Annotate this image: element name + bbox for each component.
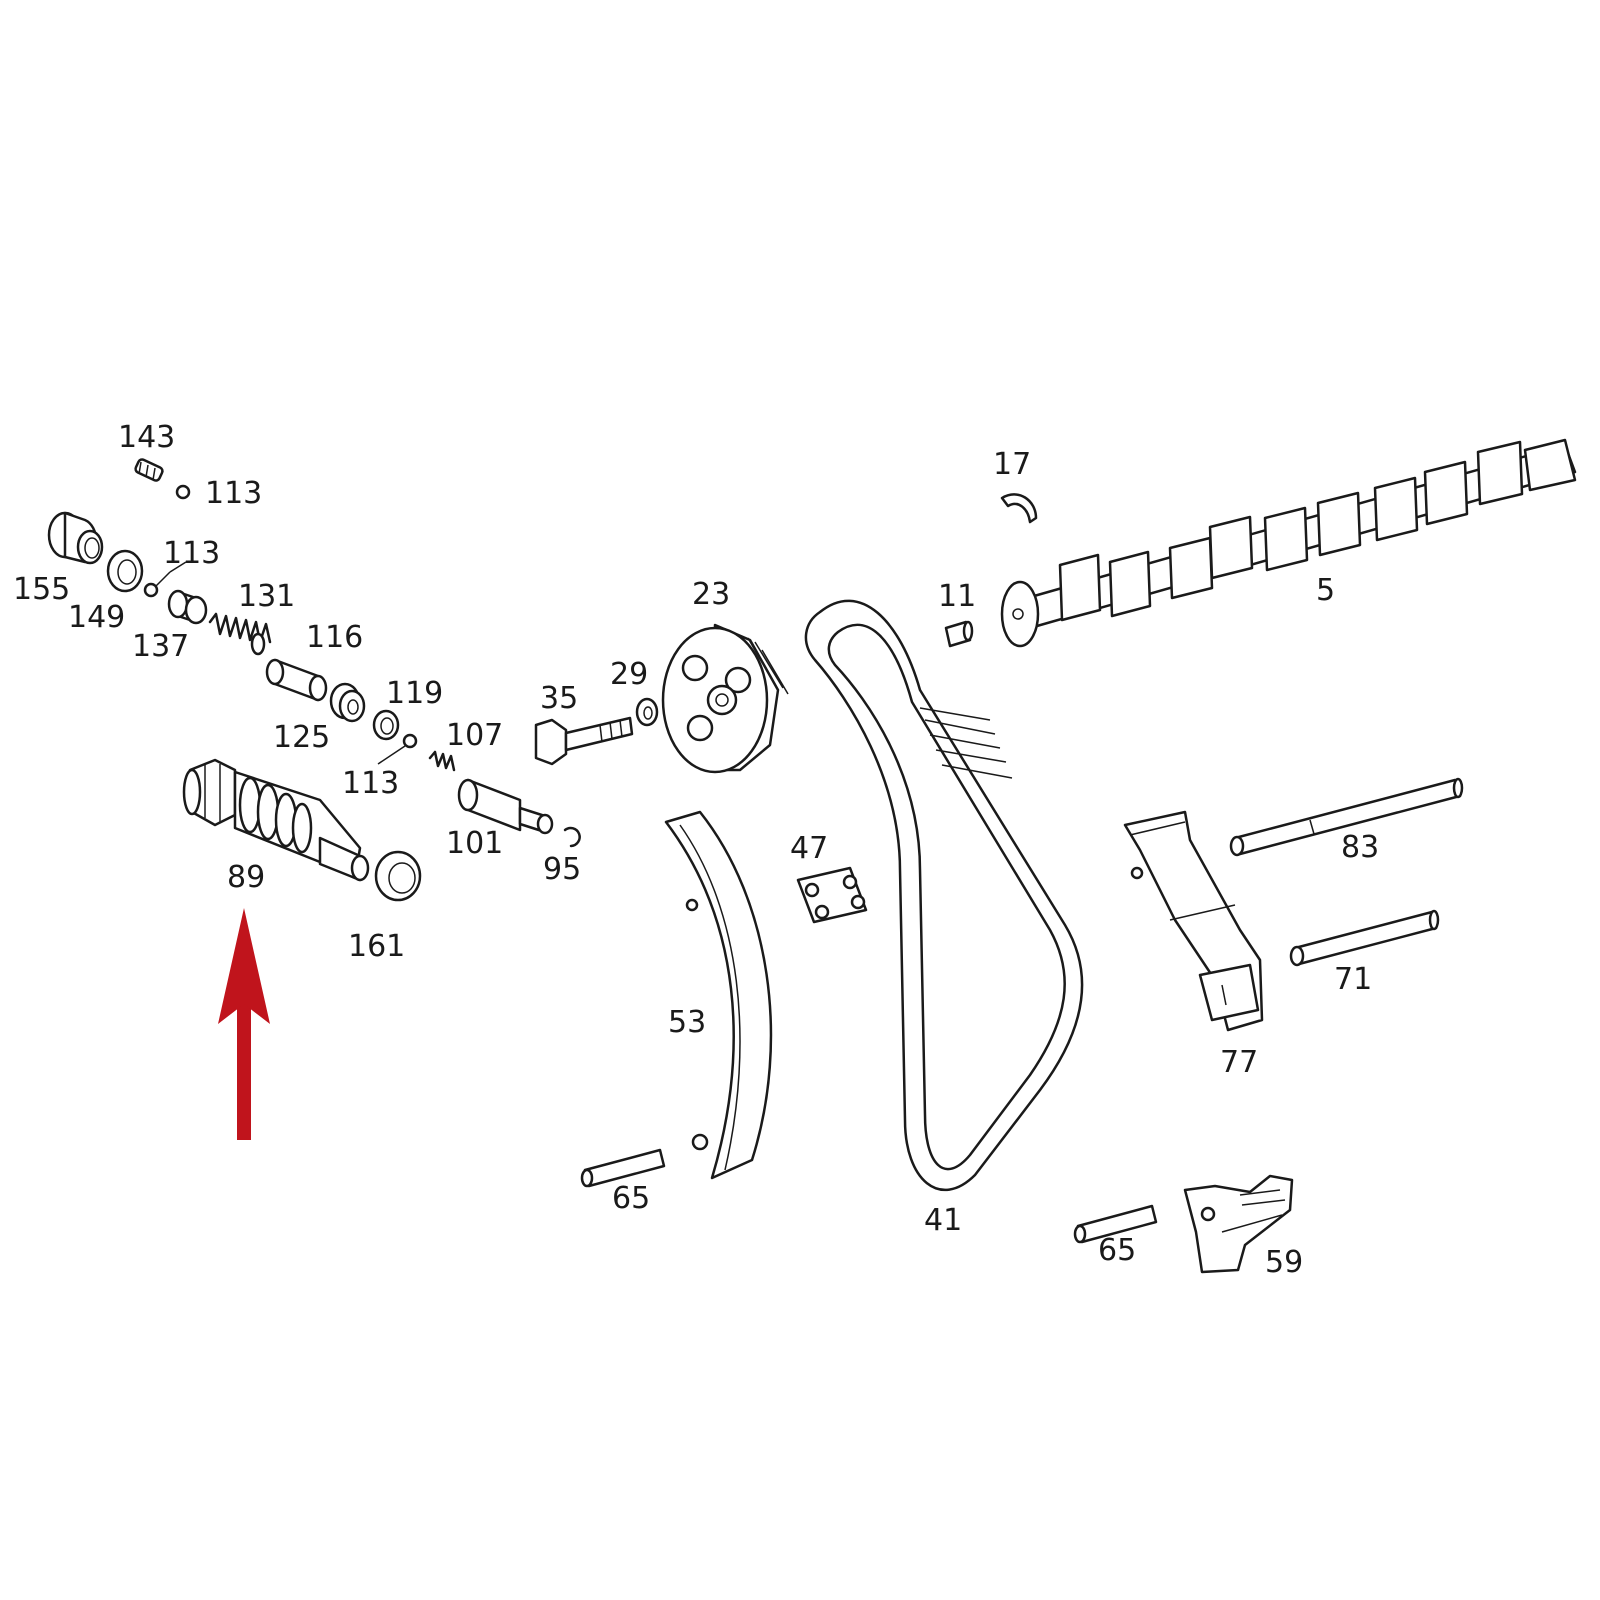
callout-143: 143 (118, 420, 175, 455)
callout-125: 125 (273, 720, 330, 755)
callout-65-right: 65 (1098, 1233, 1136, 1268)
callout-41: 41 (924, 1203, 962, 1238)
callout-107: 107 (446, 718, 503, 753)
callout-113-mid: 113 (163, 536, 220, 571)
part-149-washer (106, 549, 144, 593)
callout-137: 137 (132, 629, 189, 664)
part-143-set-screw (134, 458, 164, 482)
part-35-bolt (534, 716, 634, 766)
part-17-key (1000, 493, 1038, 524)
callout-71: 71 (1334, 962, 1372, 997)
callout-89: 89 (227, 860, 265, 895)
callout-17: 17 (993, 447, 1031, 482)
callout-101: 101 (446, 826, 503, 861)
callout-131: 131 (238, 579, 295, 614)
part-11-dowel (944, 620, 974, 648)
part-59-bracket (1183, 1174, 1294, 1274)
part-89-chain-tensioner (182, 758, 370, 882)
part-125-bushing (329, 682, 366, 723)
callout-77: 77 (1220, 1045, 1258, 1080)
part-41-timing-chain (804, 599, 1084, 1192)
part-113-o-ring-top (175, 484, 191, 500)
part-83-long-pin (1229, 777, 1464, 857)
callout-5: 5 (1316, 573, 1335, 608)
pointer-arrow (218, 908, 270, 1140)
callout-116: 116 (306, 620, 363, 655)
part-116-piston (265, 658, 328, 702)
callout-149: 149 (68, 600, 125, 635)
callout-119: 119 (386, 676, 443, 711)
part-5-camshaft (1000, 438, 1577, 648)
part-113-o-ring-mid (143, 582, 159, 598)
part-119-seal-ring (372, 709, 400, 741)
callout-29: 29 (610, 657, 648, 692)
callout-161: 161 (348, 929, 405, 964)
callout-11: 11 (938, 579, 976, 614)
part-47-connecting-link (796, 866, 868, 924)
part-131-spring (208, 612, 272, 656)
part-137-cap (167, 589, 208, 625)
callout-83: 83 (1341, 830, 1379, 865)
callout-65-left: 65 (612, 1181, 650, 1216)
callout-35: 35 (540, 681, 578, 716)
callout-59: 59 (1265, 1245, 1303, 1280)
part-53-guide-rail (664, 810, 773, 1180)
part-23-sprocket (661, 623, 789, 774)
part-161-seal (374, 850, 422, 902)
part-101-plunger (457, 778, 554, 835)
part-95-circlip (563, 826, 581, 848)
part-155-plug (47, 511, 104, 565)
callout-23: 23 (692, 577, 730, 612)
part-65-pin-right (1073, 1204, 1158, 1244)
callout-95: 95 (543, 852, 581, 887)
part-107-small-spring (428, 750, 456, 772)
part-65-pin-left (580, 1148, 666, 1188)
callout-113-top: 113 (205, 476, 262, 511)
part-71-pin (1289, 909, 1440, 967)
callout-53: 53 (668, 1005, 706, 1040)
part-113-o-ring-low (402, 733, 418, 749)
part-29-washer (635, 697, 659, 727)
part-77-tensioner-rail (1123, 810, 1264, 1032)
callout-47: 47 (790, 831, 828, 866)
callout-labels: 143 113 113 155 149 137 131 116 125 119 … (13, 420, 1379, 1280)
callout-113-low: 113 (342, 766, 399, 801)
callout-155: 155 (13, 572, 70, 607)
